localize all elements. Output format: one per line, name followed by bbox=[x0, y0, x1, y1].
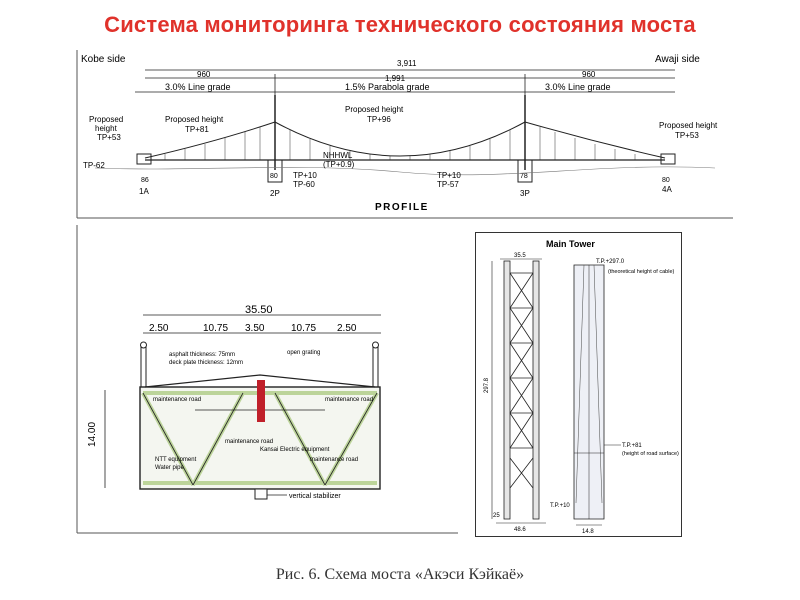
dim-80-label: 80 bbox=[270, 173, 278, 180]
top-note-label: (theoretical height of cable) bbox=[608, 269, 675, 275]
top-width-label: 35.5 bbox=[514, 253, 526, 259]
dim-80b-label: 80 bbox=[662, 177, 670, 184]
tp-1-label: TP+81 bbox=[185, 125, 209, 134]
width-4-label: 10.75 bbox=[291, 323, 316, 334]
road-note-label: (height of road surface) bbox=[622, 451, 679, 457]
proposed-left-label-2: height bbox=[95, 124, 118, 133]
asphalt-label: asphalt thickness: 75mm bbox=[169, 352, 235, 358]
total-span-label: 3,911 bbox=[397, 59, 417, 68]
nhhwl-label: NHHWL bbox=[323, 151, 353, 160]
proposed-right-label: Proposed height bbox=[659, 121, 718, 130]
base-width-label: 48.6 bbox=[514, 527, 526, 533]
span-left-label: 960 bbox=[197, 70, 211, 79]
width-2-label: 10.75 bbox=[203, 323, 228, 334]
ntt-label: NTT equipment bbox=[155, 457, 197, 463]
proposed-1-label: Proposed height bbox=[165, 115, 224, 124]
tp-center-label: TP+96 bbox=[367, 115, 391, 124]
deck-cross-section-drawing: 35.50 2.50 10.75 3.50 10.75 2.50 14.00 a… bbox=[75, 225, 460, 535]
tp-top-label: T.P.+297.0 bbox=[596, 259, 625, 265]
proposed-left-label: Proposed bbox=[89, 115, 123, 124]
awaji-side-label: Awaji side bbox=[655, 54, 700, 65]
tower-title: Main Tower bbox=[546, 239, 595, 249]
maint-road-left-label: maintenance road bbox=[153, 397, 201, 403]
tp-60-label: TP-60 bbox=[293, 180, 315, 189]
base-width-2-label: 14.8 bbox=[582, 529, 594, 535]
profile-title-label: PROFILE bbox=[375, 202, 429, 213]
maint-road-right-label: maintenance road bbox=[325, 397, 373, 403]
deck-plate-label: deck plate thickness: 12mm bbox=[169, 360, 243, 366]
figure-caption: Рис. 6. Схема моста «Акэси Кэйкаё» bbox=[275, 566, 525, 583]
dim-78-label: 78 bbox=[520, 173, 528, 180]
pier-3p-label: 3P bbox=[520, 189, 530, 198]
stabilizer-label: vertical stabilizer bbox=[289, 493, 341, 500]
tp-road-label: T.P.+81 bbox=[622, 443, 642, 449]
proposed-center-label: Proposed height bbox=[345, 105, 404, 114]
pier-2p-label: 2P bbox=[270, 189, 280, 198]
kobe-side-label: Kobe side bbox=[81, 54, 126, 65]
section-svg: 35.50 2.50 10.75 3.50 10.75 2.50 14.00 a… bbox=[76, 225, 458, 534]
base-height-label: 25 bbox=[493, 513, 500, 519]
grating-label: open grating bbox=[287, 350, 320, 356]
main-tower-drawing: Main Tower 35.5 297.8 25 48.6 T.P.+297.0… bbox=[475, 232, 682, 537]
kansai-label: Kansai Electric equipment bbox=[260, 447, 330, 453]
tp-57-label: TP-57 bbox=[437, 180, 459, 189]
tp-base-label: T.P.+10 bbox=[550, 503, 570, 509]
span-right-label: 960 bbox=[582, 70, 596, 79]
water-pipe-label: Water pipe bbox=[155, 465, 184, 471]
tp-62-label: TP-62 bbox=[83, 161, 105, 170]
tp-10a-label: TP+10 bbox=[293, 171, 317, 180]
grade-center-label: 1.5% Parabola grade bbox=[345, 82, 430, 92]
tower-height-label: 297.8 bbox=[484, 377, 490, 393]
dim-86-label: 86 bbox=[141, 177, 149, 184]
tower-svg: Main Tower 35.5 297.8 25 48.6 T.P.+297.0… bbox=[484, 239, 679, 535]
page-title: Система мониторинга технического состоян… bbox=[104, 12, 696, 37]
tp-left-label: TP+53 bbox=[97, 133, 121, 142]
span-center-label: 1,991 bbox=[385, 74, 406, 83]
grade-right-label: 3.0% Line grade bbox=[545, 82, 611, 92]
profile-svg: Kobe side Awaji side 3,911 960 1,991 960… bbox=[76, 50, 733, 219]
maint-road-center-label: maintenance road bbox=[225, 439, 273, 445]
width-5-label: 2.50 bbox=[337, 323, 357, 334]
maint-road-cr-label: maintenance road bbox=[310, 457, 358, 463]
pier-1a-label: 1A bbox=[139, 187, 149, 196]
tp-right-label: TP+53 bbox=[675, 131, 699, 140]
total-width-label: 35.50 bbox=[245, 304, 273, 316]
tp-10b-label: TP+10 bbox=[437, 171, 461, 180]
height-label: 14.00 bbox=[87, 422, 98, 447]
bridge-profile-drawing: Kobe side Awaji side 3,911 960 1,991 960… bbox=[75, 50, 735, 220]
pier-4a-label: 4A bbox=[662, 185, 672, 194]
width-3-label: 3.50 bbox=[245, 323, 265, 334]
width-1-label: 2.50 bbox=[149, 323, 169, 334]
nhhwl-value-label: (TP+0.9) bbox=[323, 160, 355, 169]
grade-left-label: 3.0% Line grade bbox=[165, 82, 231, 92]
